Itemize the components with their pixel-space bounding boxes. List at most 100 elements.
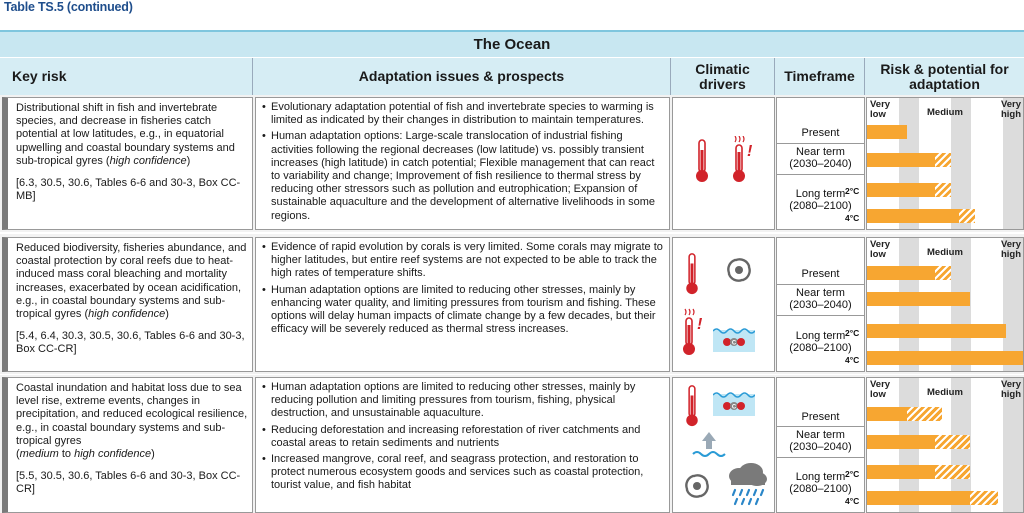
extreme-temperature-icon: ! [683, 308, 703, 355]
table-caption: Table TS.5 (continued) [4, 0, 133, 14]
timeframe-near-term: Near term [796, 146, 845, 158]
risk-scale-cell: Very low Medium Very high [866, 377, 1024, 513]
confidence-2: high confidence [74, 448, 152, 461]
references: [5.5, 30.5, 30.6, Tables 6-6 and 30-3, B… [16, 470, 241, 496]
precipitation-icon [729, 463, 767, 506]
risk-text: Reduced biodiversity, fisheries abundanc… [16, 242, 247, 321]
warming-trend-icon [696, 139, 708, 182]
risk-bar-long-2c [867, 324, 1006, 338]
timeframe-present: Present [801, 127, 840, 139]
timeframe-present: Present [801, 268, 840, 280]
risk-bar-long-2c [867, 183, 935, 197]
risk-cell: Reduced biodiversity, fisheries abundanc… [2, 237, 253, 372]
scale-medium: Medium [927, 247, 963, 258]
timeframe-long-years: (2080–2100) [789, 200, 852, 212]
header-timeframe: Timeframe [775, 58, 865, 95]
header-adaptation: Adaptation issues & prospects [253, 58, 671, 95]
risk-hatch-present [907, 407, 942, 421]
confidence-close: ) [151, 448, 155, 461]
timeframe-cell: Present Near term (2030–2040) 2°C Long t… [776, 377, 865, 513]
risk-bar-long-4c [867, 491, 970, 505]
risk-hatch-long-4c [970, 491, 998, 505]
confidence-mid: to [58, 448, 75, 461]
scale-very-low: Very low [870, 239, 891, 260]
warming-trend-icon [686, 385, 698, 427]
references: [5.4, 6.4, 30.3, 30.5, 30.6, Tables 6-6 … [16, 330, 245, 356]
risk-text: Coastal inundation and habitat loss due … [16, 382, 248, 447]
risk-scale-cell: Very low Medium Very high [866, 237, 1024, 372]
timeframe-long-term: Long term [795, 188, 846, 200]
scale-medium: Medium [927, 387, 963, 398]
timeframe-near-years: (2030–2040) [789, 441, 852, 453]
timeframe-long-term: Long term [795, 330, 846, 342]
risk-bar-near-term [867, 435, 935, 449]
svg-text:C: C [732, 405, 737, 411]
timeframe-long-years: (2080–2100) [789, 342, 852, 354]
cyclone-icon [727, 258, 751, 282]
svg-text:!: ! [697, 316, 703, 333]
scale-very-low: Very low [870, 379, 891, 400]
section-title: The Ocean [0, 30, 1024, 57]
timeframe-near-years: (2030–2040) [789, 299, 852, 311]
confidence: medium [19, 448, 59, 461]
timeframe-long-years: (2080–2100) [789, 483, 852, 495]
deg-4c: 4°C [845, 213, 860, 223]
risk-hatch-long-2c [935, 183, 951, 197]
ocean-acidification-icon: C [713, 392, 755, 416]
timeframe-near-years: (2030–2040) [789, 158, 852, 170]
risk-cell: Distributional shift in fish and inverte… [2, 97, 253, 230]
ocean-acidification-icon: C [713, 328, 755, 352]
risk-cell: Coastal inundation and habitat loss due … [2, 377, 253, 513]
risk-hatch-long-4c [959, 209, 975, 223]
header-key-risk: Key risk [0, 58, 253, 95]
adaptation-cell: Evolutionary adaptation potential of fis… [255, 97, 670, 230]
drivers-cell: ! C [672, 237, 775, 372]
risk-scale-cell: Very low Medium Very high [866, 97, 1024, 230]
confidence: high confidence [88, 308, 166, 321]
svg-text:C: C [732, 341, 737, 347]
scale-medium: Medium [927, 107, 963, 118]
confidence: high confidence [109, 154, 187, 167]
confidence-open: ( [16, 448, 20, 461]
timeframe-near-term: Near term [796, 429, 845, 441]
timeframe-near-term: Near term [796, 287, 845, 299]
scale-very-high: Very high [1000, 99, 1022, 120]
risk-bar-near-term [867, 153, 935, 167]
adaptation-bullet: Human adaptation options are limited to … [262, 284, 663, 337]
deg-4c: 4°C [845, 355, 860, 365]
timeframe-cell: Present Near term (2030–2040) 2°C Long t… [776, 237, 865, 372]
risk-bar-long-4c [867, 351, 1023, 365]
adaptation-bullet: Human adaptation options are limited to … [262, 381, 663, 421]
timeframe-cell: Present Near term (2030–2040) 2°C Long t… [776, 97, 865, 230]
warming-trend-icon [686, 253, 698, 295]
sea-level-icon [692, 432, 726, 457]
deg-4c: 4°C [845, 496, 860, 506]
scale-very-high: Very high [1000, 379, 1022, 400]
header-risk-potential: Risk & potential for adaptation [865, 58, 1024, 95]
risk-bar-present [867, 266, 935, 280]
svg-text:!: ! [747, 143, 753, 160]
timeframe-present: Present [801, 411, 840, 423]
adaptation-bullet: Human adaptation options: Large-scale tr… [262, 130, 663, 222]
risk-hatch-near-term [935, 435, 970, 449]
risk-scale: Very low Medium Very high [867, 378, 1023, 512]
risk-bar-long-2c [867, 465, 935, 479]
adaptation-cell: Evidence of rapid evolution by corals is… [255, 237, 670, 372]
risk-text: Distributional shift in fish and inverte… [16, 102, 235, 167]
drivers-cell: ! [672, 97, 775, 230]
risk-bar-near-term [867, 292, 970, 306]
risk-bar-long-4c [867, 209, 959, 223]
adaptation-bullet: Increased mangrove, coral reef, and seag… [262, 453, 663, 493]
scale-very-high: Very high [1000, 239, 1022, 260]
adaptation-cell: Human adaptation options are limited to … [255, 377, 670, 513]
extreme-temperature-icon: ! [733, 136, 753, 182]
deg-2c: 2°C [845, 186, 860, 196]
risk-scale: Very low Medium Very high [867, 98, 1023, 229]
risk-hatch-long-2c [935, 465, 970, 479]
risk-hatch-near-term [935, 153, 951, 167]
scale-very-low: Very low [870, 99, 891, 120]
adaptation-bullet: Reducing deforestation and increasing re… [262, 424, 663, 450]
adaptation-bullet: Evidence of rapid evolution by corals is… [262, 241, 663, 281]
deg-2c: 2°C [845, 469, 860, 479]
header-climatic-drivers: Climatic drivers [671, 58, 775, 95]
